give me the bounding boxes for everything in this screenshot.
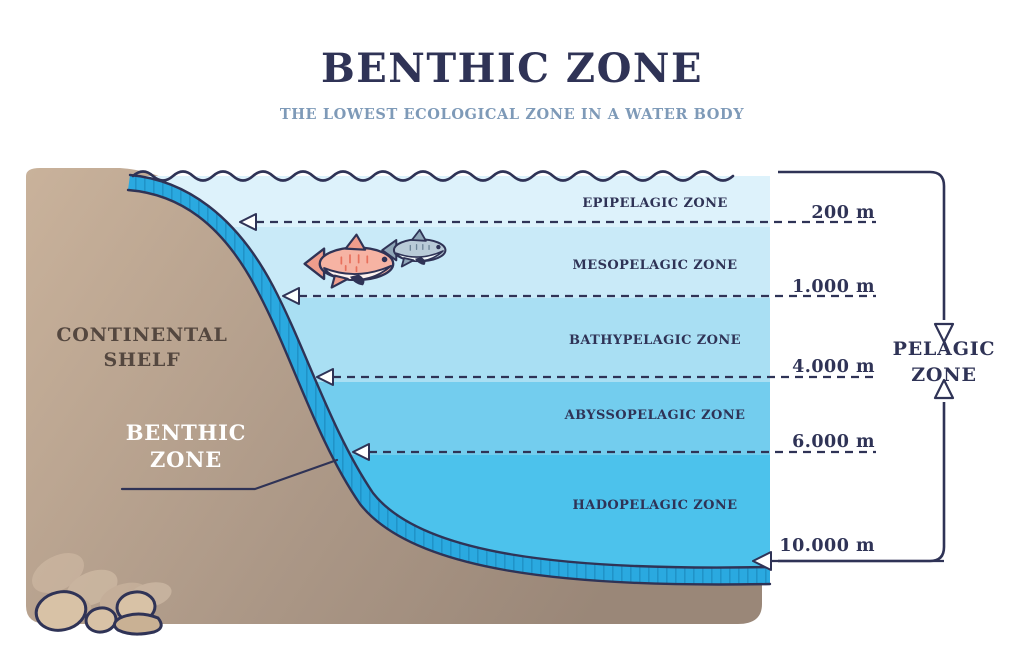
benthic-zone-label-line2: ZONE	[149, 447, 223, 472]
rock	[84, 606, 118, 634]
pelagic-zone-label: PELAGIC ZONE	[893, 336, 996, 388]
fish-spots	[409, 244, 430, 251]
depth-line-6000	[352, 443, 876, 461]
zone-label-mesopelagic: MESOPELAGIC ZONE	[572, 258, 738, 273]
benthic-zone-label-line1: BENTHIC	[125, 420, 247, 445]
arrow-head-down	[933, 322, 955, 344]
benthic-zone-strip	[126, 173, 772, 586]
fish-salmon	[303, 233, 395, 289]
fish-eye	[436, 244, 441, 250]
fish-blue	[381, 228, 447, 268]
continental-shelf-label-line1: CONTINENTAL	[56, 324, 228, 346]
zone-label-hadopelagic: HADOPELAGIC ZONE	[572, 498, 738, 513]
fish-anal-fin	[350, 274, 365, 286]
fish-dorsal-fin	[410, 228, 427, 242]
depth-label-4000m: 4.000 m	[792, 357, 875, 377]
page-title: BENTHIC ZONE	[321, 45, 703, 92]
arrow-head	[752, 551, 772, 571]
pelagic-zone-label-line1: PELAGIC	[892, 338, 996, 360]
fish-group	[303, 228, 447, 289]
zone-label-bathypelagic: BATHYPELAGIC ZONE	[569, 333, 741, 348]
continental-shelf-label-line2: SHELF	[103, 349, 181, 371]
fish-anal-fin	[415, 257, 426, 265]
arrow-head-up	[933, 378, 955, 400]
fish-pelvic-fin	[400, 257, 415, 268]
page-subtitle: THE LOWEST ECOLOGICAL ZONE IN A WATER BO…	[279, 106, 745, 123]
depth-label-6000m: 6.000 m	[792, 432, 875, 452]
arrow-head	[316, 368, 334, 386]
arrow-head	[352, 443, 370, 461]
seabed-rocks	[34, 590, 163, 636]
depth-line-4000	[316, 368, 876, 386]
header: BENTHIC ZONE THE LOWEST ECOLOGICAL ZONE …	[0, 0, 1024, 123]
depth-label-10000m: 10.000 m	[779, 536, 875, 556]
depth-line-200	[239, 213, 876, 231]
benthic-zone-leader-line	[120, 458, 339, 491]
fish-eye	[381, 256, 388, 263]
pelagic-zone-label-line2: ZONE	[911, 364, 977, 386]
fish-dorsal-fin	[344, 233, 367, 251]
fish-pelvic-fin	[330, 274, 349, 289]
pelagic-zone-bracket	[778, 170, 955, 563]
continental-shelf-label: CONTINENTAL SHELF	[56, 323, 227, 373]
zone-label-abyssopelagic: ABYSSOPELAGIC ZONE	[564, 408, 746, 423]
arrow-head	[239, 213, 257, 231]
zone-label-epipelagic: EPIPELAGIC ZONE	[582, 196, 728, 211]
depth-label-1000m: 1.000 m	[792, 277, 875, 297]
depth-line-1000	[282, 287, 876, 305]
continental-shelf-mass	[26, 168, 762, 624]
water-band-epipelagic	[130, 176, 770, 227]
rock	[113, 612, 163, 636]
fish-spots	[340, 254, 369, 273]
arrow-head	[282, 287, 300, 305]
rock	[34, 590, 88, 632]
water-surface-wave	[131, 170, 735, 182]
depth-label-200m: 200 m	[811, 203, 875, 223]
benthic-zone-label: BENTHIC ZONE	[126, 419, 247, 473]
